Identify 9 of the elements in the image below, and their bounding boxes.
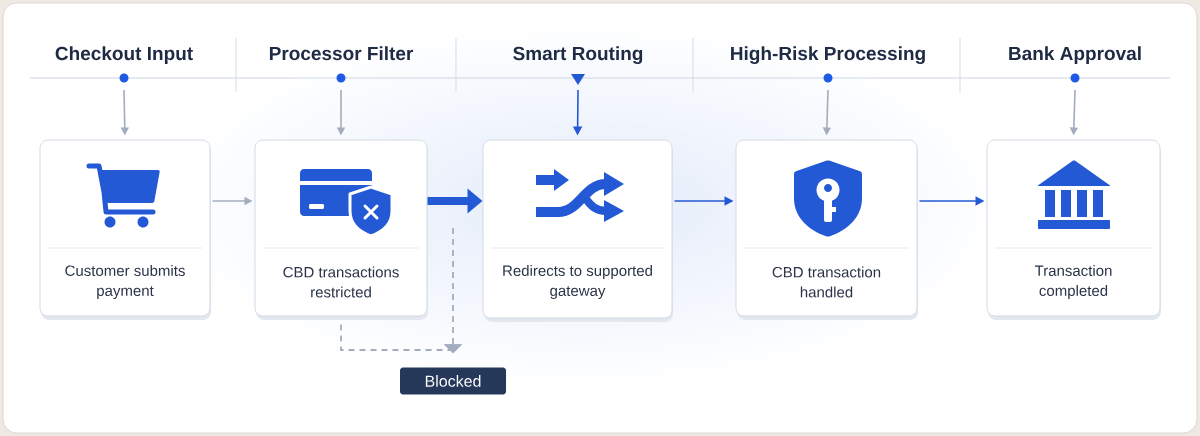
stage-heading: Bank Approval [1009,46,1141,64]
status-badge: Blocked [400,367,506,395]
process-box: Customer submits payment [39,139,211,320]
stage-heading: Checkout Input [55,46,193,64]
stage-heading: High-Risk Processing [731,46,925,65]
process-box: Redirects to supported gateway [482,139,673,322]
stage-heading: Processor Filter [269,46,414,61]
stage-heading: Smart Routing [513,46,643,65]
process-box: Transaction completed [986,139,1161,320]
